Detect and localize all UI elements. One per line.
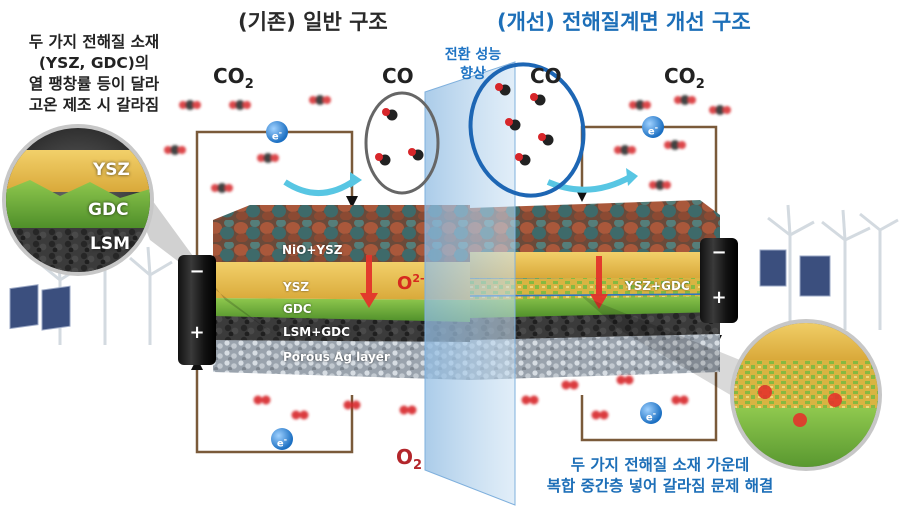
co2-text: CO	[213, 64, 245, 88]
electron-symbol: e	[647, 126, 655, 138]
layer-label-ysz-gdc: YSZ+GDC	[625, 279, 690, 293]
ion-charge: 2-	[412, 272, 425, 285]
layer-label-lsm-gdc: LSM+GDC	[283, 325, 350, 339]
layer-label-porous-ag: Porous Ag layer	[283, 350, 390, 364]
battery-plus: +	[189, 322, 205, 343]
left-note-line: 열 팽창률 등이 달라	[28, 75, 160, 93]
electron-charge: -	[278, 127, 283, 137]
left-note-line: 고온 제조 시 갈라짐	[28, 96, 160, 114]
layer-label-gdc: GDC	[283, 302, 312, 316]
center-note: 전환 성능 향상	[428, 46, 518, 84]
oxide-ion-label: O2-	[397, 272, 425, 294]
zoom-label-gdc: GDC	[88, 200, 129, 220]
layer-label-ysz: YSZ	[283, 280, 310, 294]
left-note-line: 두 가지 전해질 소재	[28, 33, 160, 51]
co2-label-left: CO2	[213, 64, 254, 92]
co2-label-right: CO2	[664, 64, 705, 92]
o2-subscript: 2	[413, 458, 423, 473]
electron-symbol: e	[271, 131, 279, 143]
electron-icon: e-	[640, 402, 662, 424]
battery-icon-right: − +	[700, 238, 738, 323]
battery-minus: −	[189, 261, 205, 282]
center-note-line: 향상	[460, 66, 486, 82]
co-label-left: CO	[382, 64, 414, 88]
o2-text: O	[396, 445, 414, 469]
bottom-note-line: 복합 중간층 넣어 갈라짐 문제 해결	[546, 477, 774, 495]
co2-subscript: 2	[244, 77, 254, 92]
ion-text: O	[397, 273, 413, 294]
electron-icon: e-	[266, 121, 288, 143]
co2-subscript: 2	[695, 77, 705, 92]
left-note: 두 가지 전해질 소재 (YSZ, GDC)의 열 팽창률 등이 달라 고온 제…	[4, 32, 184, 116]
battery-minus: −	[711, 242, 727, 263]
electron-charge: -	[654, 122, 659, 132]
co2-text: CO	[664, 64, 696, 88]
zoom-label-ysz: YSZ	[93, 160, 130, 180]
battery-plus: +	[711, 287, 727, 308]
left-note-line: (YSZ, GDC)의	[38, 54, 150, 72]
o2-label: O2	[396, 445, 422, 473]
battery-icon-left: − +	[178, 255, 216, 365]
bottom-note-line: 두 가지 전해질 소재 가운데	[570, 456, 750, 474]
title-improved: (개선) 전해질계면 개선 구조	[497, 10, 751, 34]
center-note-line: 전환 성능	[444, 47, 502, 63]
electron-icon: e-	[642, 116, 664, 138]
bottom-note: 두 가지 전해질 소재 가운데 복합 중간층 넣어 갈라짐 문제 해결	[520, 455, 800, 497]
co-label-right: CO	[530, 64, 562, 88]
electron-icon: e-	[271, 428, 293, 450]
electron-charge: -	[652, 408, 657, 418]
zoom-label-lsm: LSM	[90, 234, 130, 254]
title-existing: (기존) 일반 구조	[238, 10, 388, 34]
electron-charge: -	[283, 434, 288, 444]
electron-symbol: e	[645, 412, 653, 424]
layer-label-nio-ysz: NiO+YSZ	[282, 243, 343, 257]
electron-symbol: e	[276, 438, 284, 450]
